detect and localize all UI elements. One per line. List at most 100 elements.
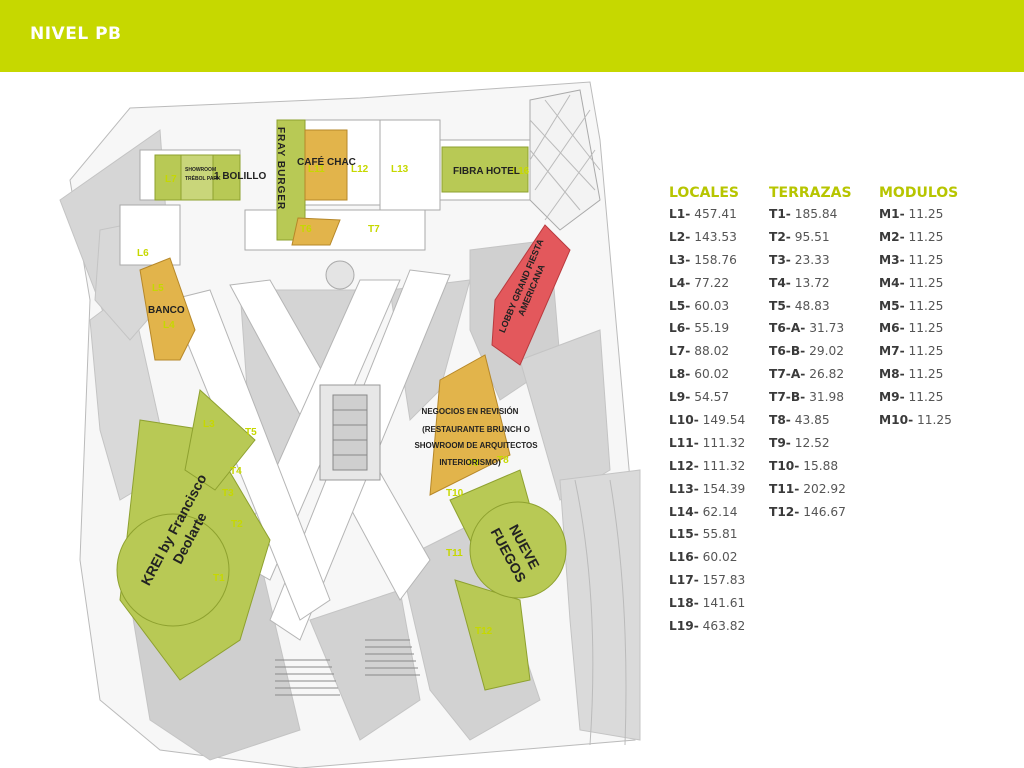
legend-row-id: L17- [669, 573, 699, 588]
legend-row: T2- 95.51 [769, 226, 852, 249]
legend-row: L15- 55.81 [669, 523, 745, 546]
legend-row-value: 60.03 [694, 298, 730, 313]
legend-row-value: 13.72 [794, 275, 830, 290]
legend-row-value: 185.84 [794, 207, 838, 221]
legend-row-id: T3- [769, 252, 791, 267]
legend-row: T8- 43.85 [769, 409, 852, 432]
label-cafe-chac: CAFÉ CHAC [297, 155, 356, 168]
legend-row-id: L18- [669, 596, 699, 611]
legend-row-value: 60.02 [694, 367, 730, 382]
label-negocios-4: INTERIORISMO) [439, 458, 501, 467]
label-banco: BANCO [148, 305, 185, 316]
space-t6 [291, 217, 341, 246]
legend-row-id: T7-A- [769, 367, 806, 382]
label-bolillo: 1 BOLILLO [214, 171, 266, 182]
legend-modulos-title: MODULOS [879, 185, 959, 201]
label-t8: T8 [497, 455, 509, 466]
floor-plan-map: L7 L11 L12 L13 L16 T6 T7 L6 L5 L4 L3 T5 … [59, 81, 641, 768]
legend-row-value: 54.57 [694, 390, 730, 405]
legend-row-id: L15- [669, 527, 699, 542]
space-krei-circle [116, 513, 230, 627]
legend-row: L1- 457.41 [669, 203, 745, 226]
legend-row: L10- 149.54 [669, 409, 745, 432]
legend-row-id: M4- [879, 275, 905, 290]
legend-row: T6-A- 31.73 [769, 317, 852, 340]
space-fibra-hotel [441, 146, 529, 193]
label-t9: T9 [467, 458, 479, 469]
legend-terrazas-title: TERRAZAS [769, 185, 852, 201]
legend-row-id: T5- [769, 298, 791, 313]
legend-row: L14- 62.14 [669, 501, 745, 524]
label-l4: L4 [163, 320, 175, 331]
legend-row: L18- 141.61 [669, 592, 745, 615]
label-l13: L13 [391, 164, 409, 175]
legend-row: M10- 11.25 [879, 409, 958, 432]
legend-row: T10- 15.88 [769, 455, 852, 478]
orange-spaces [139, 129, 511, 496]
space-lobby-grand-fiesta [491, 224, 571, 366]
legend-row-id: M6- [879, 321, 905, 336]
legend-row-id: T4- [769, 275, 791, 290]
page-title: NIVEL PB [30, 24, 122, 44]
legend-row-id: T2- [769, 229, 791, 244]
legend-row-id: L19- [669, 619, 699, 634]
label-showroom: SHOWROOM [185, 167, 216, 173]
legend-row: T12- 146.67 [769, 501, 852, 524]
legend-row-id: T11- [769, 481, 800, 496]
legend-locales-title: LOCALES [669, 185, 739, 201]
legend-row: L16- 60.02 [669, 546, 745, 569]
label-l6: L6 [137, 248, 149, 259]
legend-row: L17- 157.83 [669, 569, 745, 592]
label-fray-burger: FRAY BURGER [275, 127, 286, 210]
label-t1: T1 [213, 573, 225, 584]
legend-row-value: 143.53 [694, 229, 737, 244]
legend-row-value: 23.33 [794, 252, 830, 267]
space-nueve-fuegos [469, 501, 567, 599]
legend-row-id: L11- [669, 435, 699, 450]
legend-row: M5- 11.25 [879, 295, 958, 318]
legend-row-value: 12.52 [794, 435, 830, 450]
legend-row: M6- 11.25 [879, 317, 958, 340]
legend-row-value: 11.25 [908, 390, 944, 405]
green-spaces [116, 119, 567, 691]
label-t3: T3 [222, 488, 234, 499]
legend-row-id: L10- [669, 413, 699, 428]
legend-row: T7-A- 26.82 [769, 363, 852, 386]
space-l7 [154, 154, 182, 201]
legend-row-value: 43.85 [794, 413, 830, 428]
legend-row-value: 463.82 [702, 619, 746, 634]
legend-row-id: M9- [879, 390, 905, 405]
legend-row-id: L8- [669, 367, 691, 382]
legend-row-value: 111.32 [702, 458, 746, 473]
legend-row: L11- 111.32 [669, 432, 745, 455]
legend-row-id: L12- [669, 458, 699, 473]
legend-row: L7- 88.02 [669, 340, 745, 363]
legend-row: T1- 185.84 [769, 203, 852, 226]
space-negocios [429, 354, 511, 496]
legend-row-id: L6- [669, 321, 691, 336]
legend-row: L3- 158.76 [669, 249, 745, 272]
label-negocios-3: SHOWROOM DE ARQUITECTOS [414, 441, 538, 450]
legend-row-value: 141.61 [702, 596, 746, 611]
label-t12: T12 [475, 626, 493, 637]
legend-row-value: 31.98 [809, 390, 844, 405]
label-t10: T10 [446, 488, 464, 499]
legend-row-value: 146.67 [803, 504, 846, 519]
legend-row: L6- 55.19 [669, 317, 745, 340]
label-t2: T2 [231, 519, 243, 530]
legend-row-value: 11.25 [908, 367, 944, 382]
label-trebol-park: TRÉBOL PARK [185, 174, 221, 182]
legend-row: L5- 60.03 [669, 295, 745, 318]
legend-row-value: 77.22 [694, 275, 730, 290]
label-fibra-hotel: FIBRA HOTEL [453, 166, 520, 177]
label-t4: T4 [230, 466, 242, 477]
legend-row-value: 158.76 [694, 252, 737, 267]
legend-row-value: 111.32 [702, 435, 746, 450]
legend-row-id: L7- [669, 344, 691, 359]
legend-row-id: L4- [669, 275, 691, 290]
legend-row: M4- 11.25 [879, 272, 958, 295]
legend-row-value: 88.02 [694, 344, 730, 359]
